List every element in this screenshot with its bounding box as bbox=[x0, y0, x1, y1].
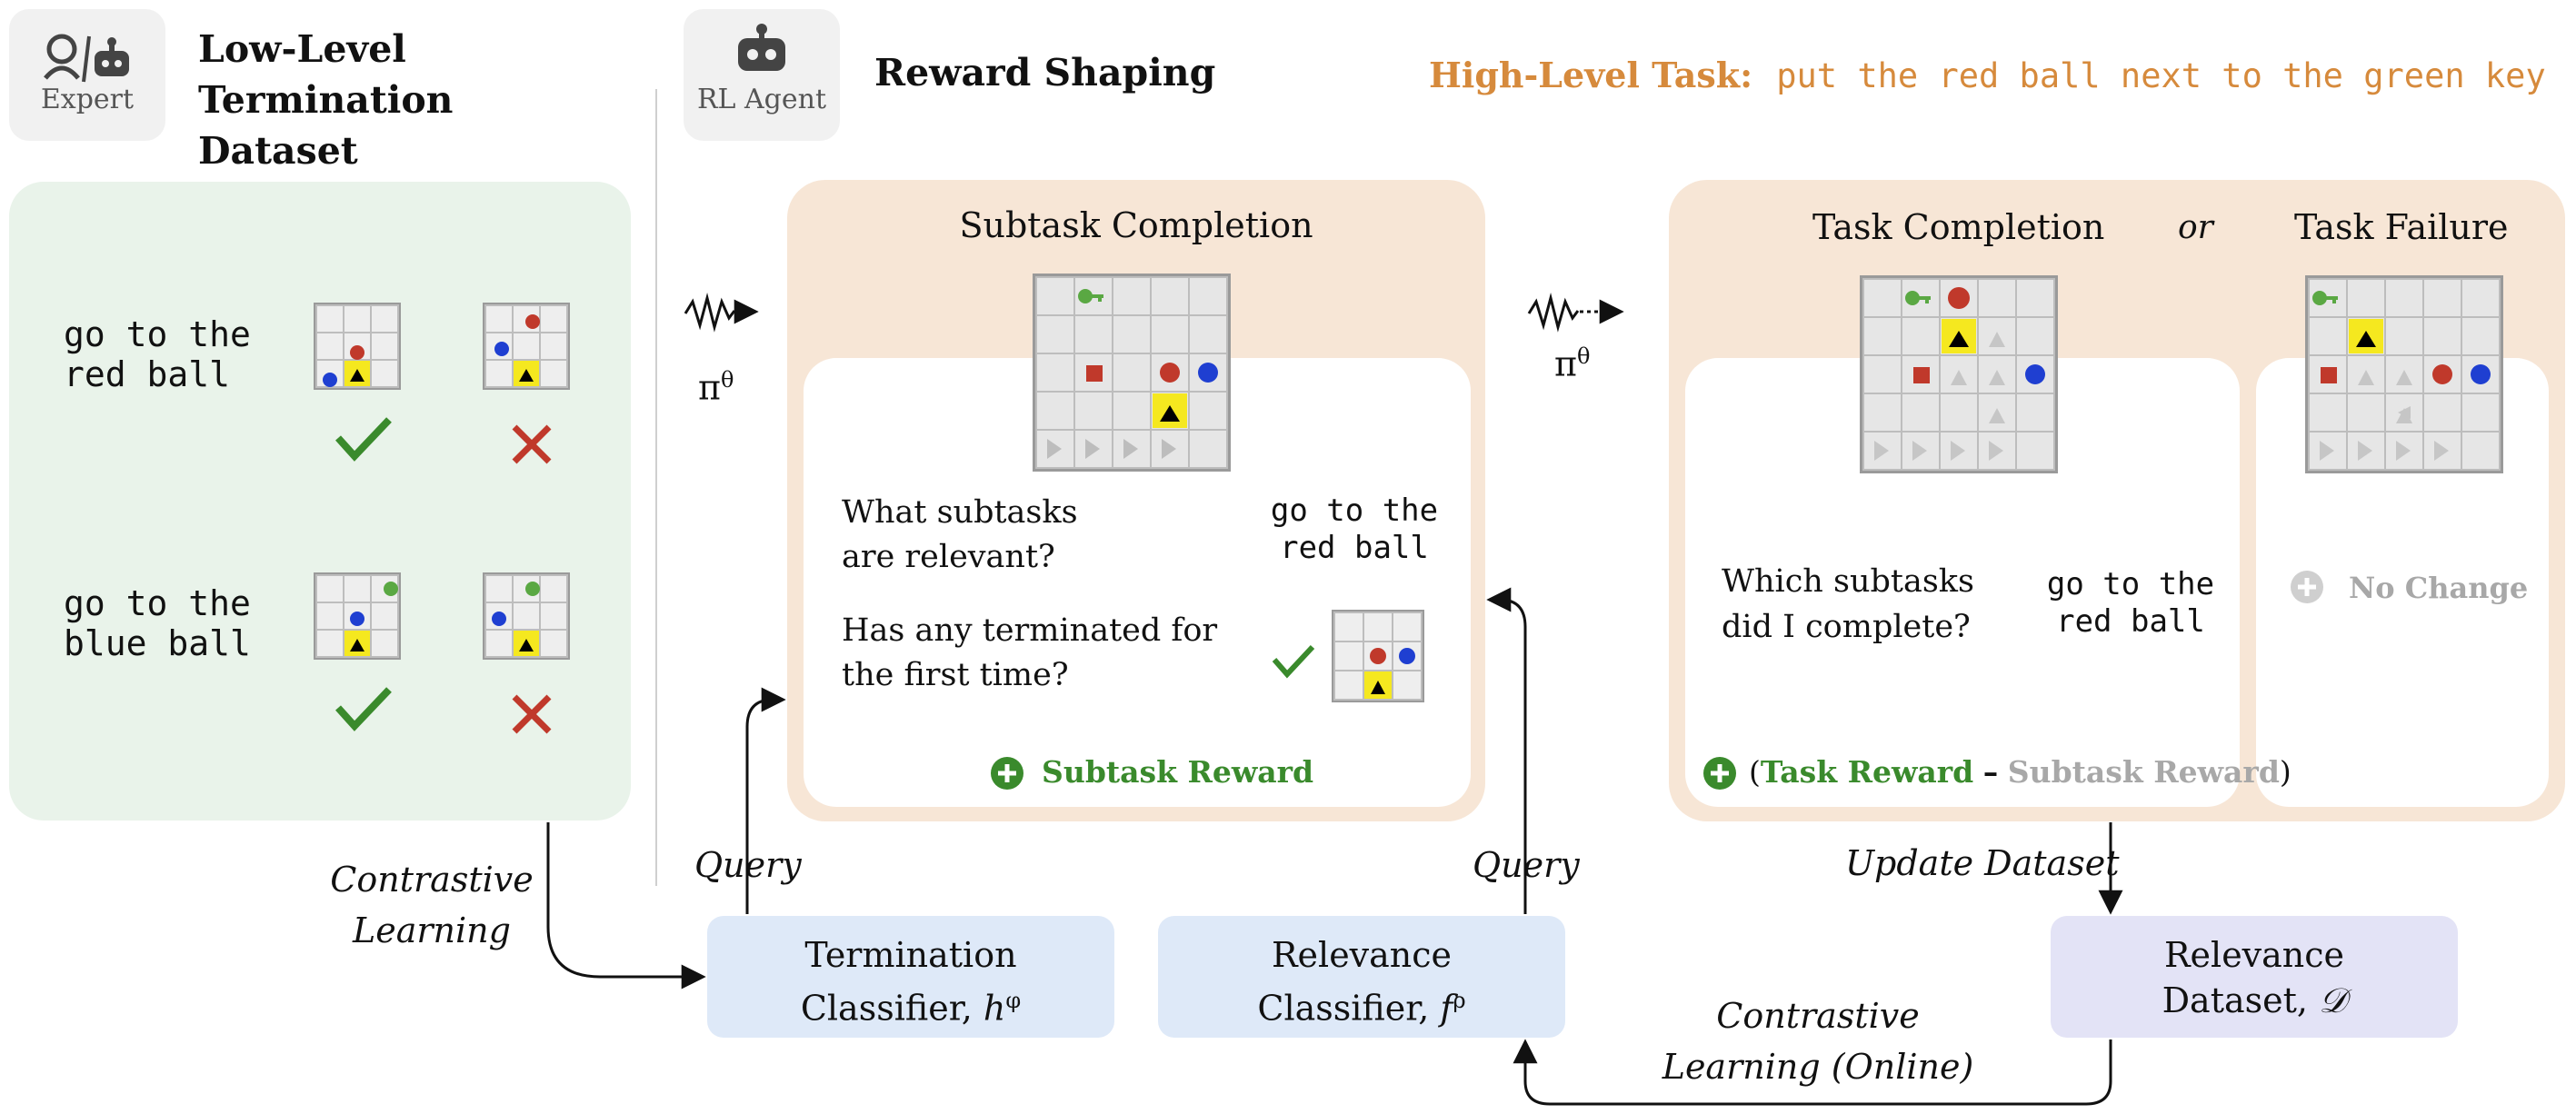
task-text: put the red ball next to the green key bbox=[1776, 56, 2546, 95]
dataset-row2-text: go to the blue ball bbox=[64, 583, 251, 663]
dataset-text: Dataset, bbox=[2162, 980, 2308, 1020]
update-dataset-label: Update Dataset bbox=[1845, 843, 2120, 883]
green-key-icon bbox=[2312, 291, 2338, 305]
cross-icon bbox=[512, 694, 552, 734]
robot-icon bbox=[738, 24, 785, 71]
task-failure-title: Task Failure bbox=[2294, 207, 2509, 247]
dataset-panel bbox=[9, 182, 631, 821]
subtask-question-terminated: Has any terminated for the first time? bbox=[842, 612, 1218, 693]
task-completion-inner bbox=[1685, 358, 2240, 807]
arrow-dataset-to-termination bbox=[546, 822, 706, 990]
d-symbol: 𝒟 bbox=[2319, 980, 2347, 1020]
check-icon bbox=[335, 417, 392, 462]
reward-shaping-title: Reward Shaping bbox=[874, 51, 1216, 94]
query-left-label: Query bbox=[694, 845, 802, 885]
cross-icon bbox=[512, 424, 552, 464]
subtask-answer-relevant: go to the red ball bbox=[1270, 492, 1439, 566]
termination-line1: Termination bbox=[804, 935, 1017, 975]
grid-task-completion bbox=[1860, 275, 2058, 473]
grid-subtask bbox=[1033, 274, 1231, 472]
check-icon bbox=[335, 687, 392, 731]
expert-label: Expert bbox=[40, 84, 135, 115]
subtask-reward-label: Subtask Reward bbox=[1042, 754, 1314, 790]
theta-sup: θ bbox=[1576, 343, 1591, 369]
green-key-icon bbox=[1905, 291, 1931, 305]
contrastive-online-label: Contrastive Learning (Online) bbox=[1662, 996, 1974, 1087]
check-icon bbox=[1272, 644, 1315, 679]
relevance-text: Classifier, bbox=[1257, 988, 1430, 1029]
task-reward-label: Task Reward bbox=[1760, 754, 1974, 790]
query-right-label: Query bbox=[1473, 845, 1580, 885]
plus-icon bbox=[991, 757, 1023, 790]
task-reward-expression: (Task Reward – Subtask Reward) bbox=[1749, 754, 2291, 790]
arrow-termination-query bbox=[745, 687, 786, 914]
expert-icon-tile bbox=[9, 9, 165, 141]
green-key-icon bbox=[1078, 289, 1103, 303]
grid-row2-neg bbox=[483, 572, 570, 660]
pi-symbol: π bbox=[1554, 343, 1577, 384]
contrastive-learning-label: Contrastive Learning bbox=[330, 860, 534, 950]
policy-squiggle-2 bbox=[1527, 293, 1580, 333]
grid-row2-pos bbox=[314, 572, 401, 660]
relevance-classifier-label: Relevance Classifier, fρ bbox=[1158, 932, 1565, 1031]
no-change-label: No Change bbox=[2349, 571, 2529, 605]
policy-symbol-1: πθ bbox=[698, 367, 734, 408]
termination-text: Classifier, bbox=[800, 988, 973, 1029]
relevance-dataset-label: Relevance Dataset, 𝒟 bbox=[2051, 932, 2458, 1023]
phi-sup: φ bbox=[1005, 988, 1022, 1013]
policy-squiggle-1 bbox=[684, 293, 736, 333]
high-level-task: High-Level Task: put the red ball next t… bbox=[1429, 55, 2546, 95]
subtask-completion-title: Subtask Completion bbox=[959, 205, 1313, 245]
grid-row1-pos bbox=[314, 303, 401, 390]
dataset-row1-text: go to the red ball bbox=[64, 314, 251, 394]
relevance-classifier-box bbox=[1158, 916, 1565, 1038]
arrow-online-learning bbox=[1513, 1039, 2112, 1106]
h-symbol: h bbox=[983, 988, 1006, 1029]
task-answer: go to the red ball bbox=[2046, 566, 2215, 640]
theta-sup: θ bbox=[720, 367, 734, 393]
subtask-panel-inner bbox=[804, 358, 1471, 807]
subtask-question-relevant: What subtasks are relevant? bbox=[842, 494, 1078, 575]
termination-classifier-box bbox=[707, 916, 1114, 1038]
termination-classifier-label: Termination Classifier, hφ bbox=[707, 932, 1114, 1031]
relevance-line2: Classifier, fρ bbox=[1158, 978, 1565, 1031]
plus-icon-gray bbox=[2291, 571, 2323, 603]
f-symbol: f bbox=[1440, 988, 1453, 1029]
task-subtask-reward-label: Subtask Reward bbox=[2007, 754, 2280, 790]
reward-minus: – bbox=[1982, 754, 1999, 790]
relevance-line1: Relevance bbox=[1271, 935, 1453, 975]
relevance-dataset-box bbox=[2051, 916, 2458, 1038]
arrow-relevance-query bbox=[1486, 587, 1527, 914]
or-label: or bbox=[2178, 209, 2213, 246]
plus-icon bbox=[1703, 757, 1736, 790]
expert-icon bbox=[44, 34, 129, 83]
dataset-line1: Relevance bbox=[2163, 935, 2345, 975]
task-completion-title: Task Completion bbox=[1812, 207, 2105, 247]
rho-sup: ρ bbox=[1453, 988, 1466, 1013]
dataset-line2: Dataset, 𝒟 bbox=[2051, 978, 2458, 1023]
grid-task-failure bbox=[2305, 275, 2503, 473]
pi-symbol: π bbox=[698, 367, 721, 408]
agent-label: RL Agent bbox=[696, 84, 827, 115]
task-prefix: High-Level Task: bbox=[1429, 55, 1753, 95]
policy-symbol-2: πθ bbox=[1554, 343, 1590, 384]
grid-row1-neg bbox=[483, 303, 570, 390]
task-question: Which subtasks did I complete? bbox=[1722, 563, 1974, 645]
dataset-title: Low-Level Termination Dataset bbox=[198, 27, 454, 173]
grid-terminated bbox=[1332, 610, 1424, 702]
termination-line2: Classifier, hφ bbox=[707, 978, 1114, 1031]
agent-icon-tile bbox=[684, 9, 840, 141]
